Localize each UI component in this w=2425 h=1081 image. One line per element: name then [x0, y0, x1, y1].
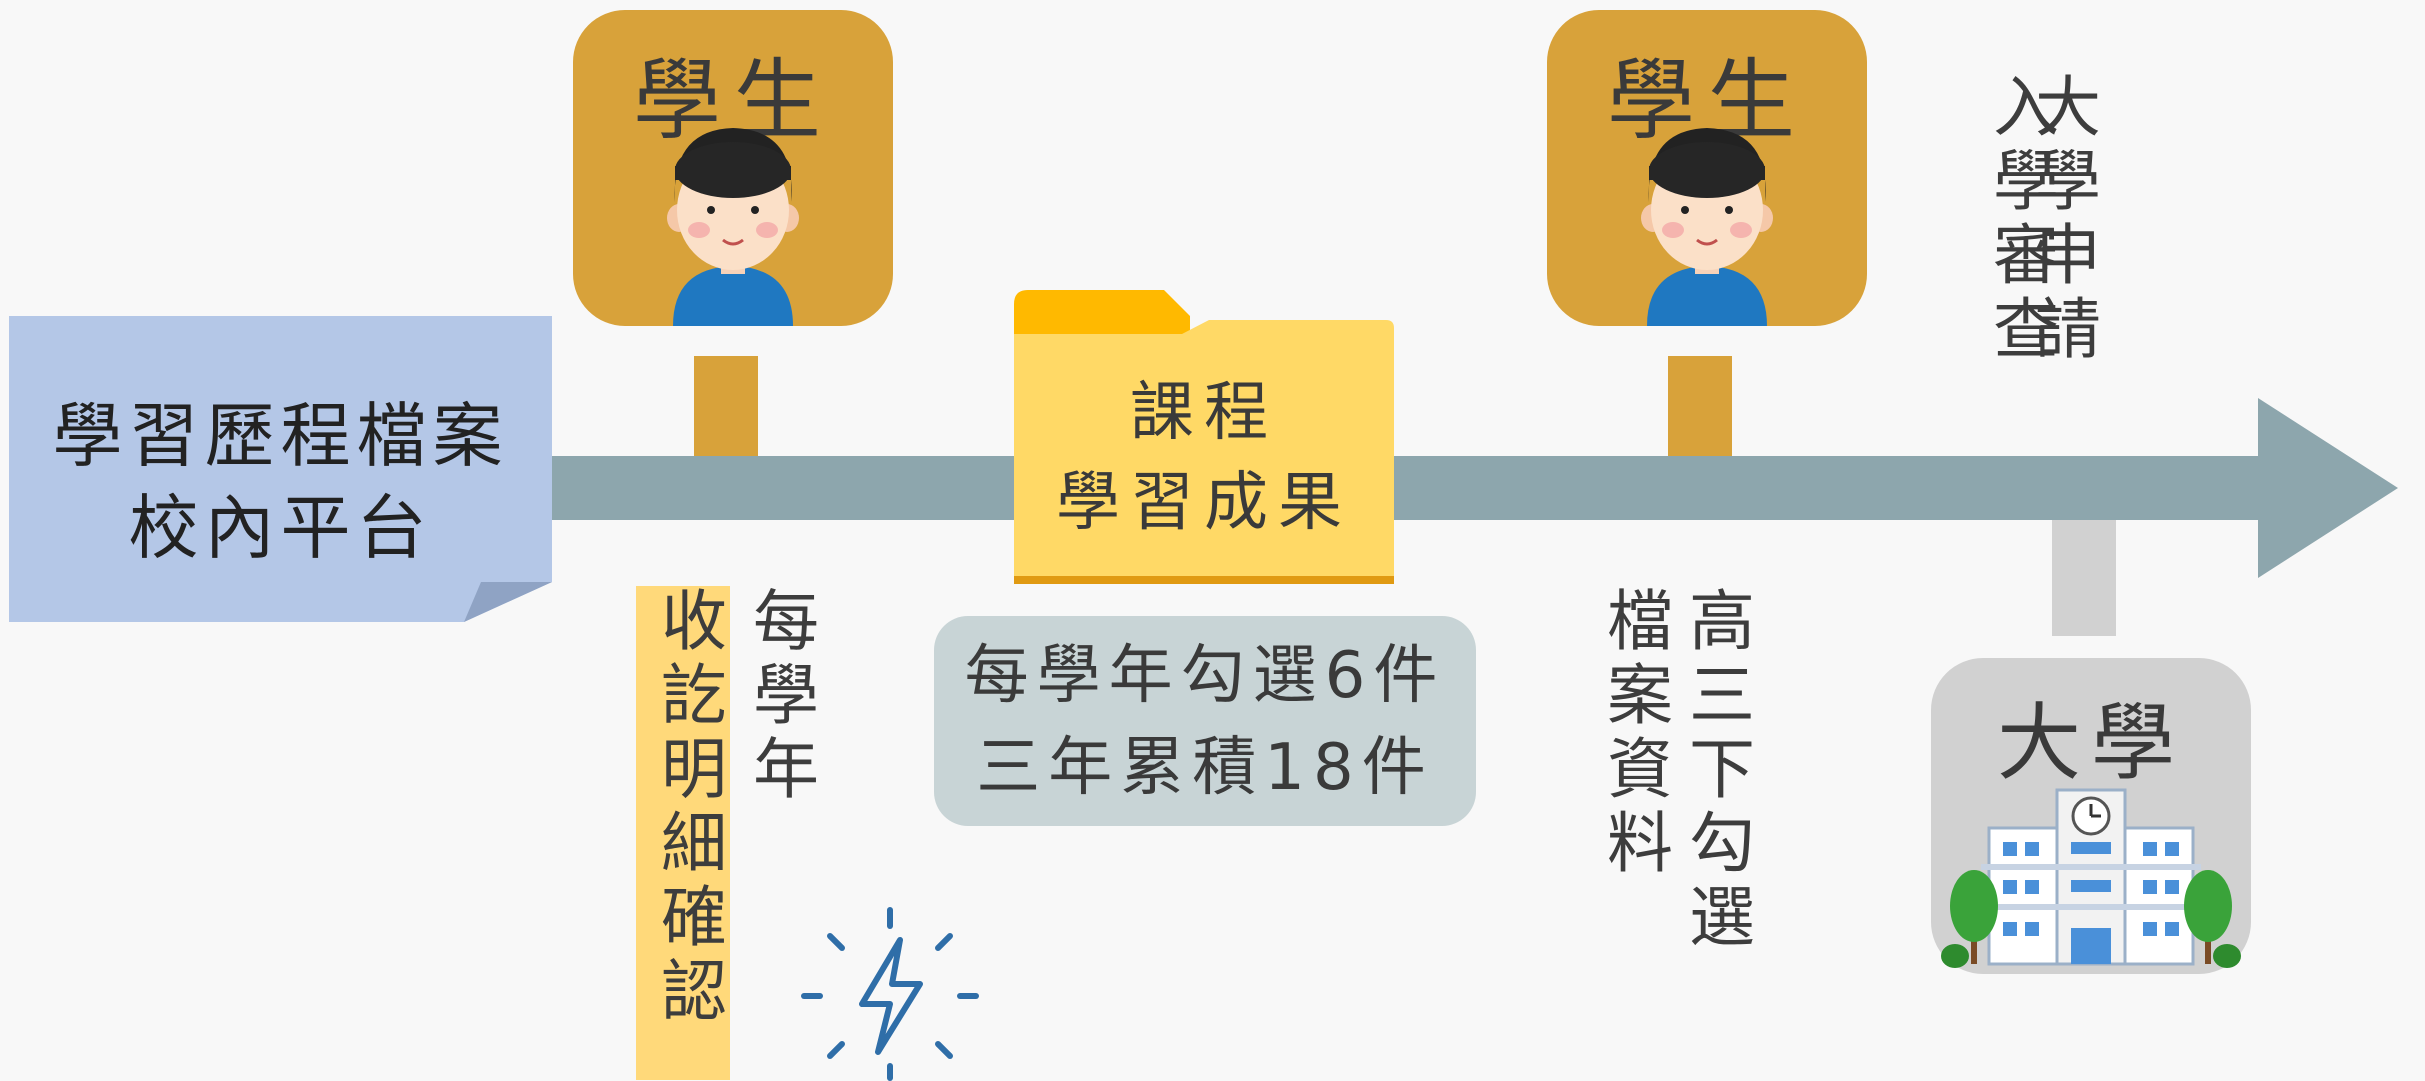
student-avatar-icon — [667, 128, 799, 326]
university-title: 大學 — [1996, 694, 2185, 792]
senior-select-col2: 檔案資料 — [1596, 586, 1673, 882]
senior-select-col1: 高三下勾選 — [1678, 586, 1755, 956]
student-card-2: 學生 — [1547, 10, 1867, 326]
confirm-highlight — [636, 586, 730, 1080]
selection-line1: 每學年勾選6件 — [964, 639, 1446, 713]
flash-icon — [801, 907, 979, 1081]
confirm-note: 每學年 — [742, 586, 819, 808]
university-apply-col1: 大學申請 — [2024, 72, 2101, 368]
folder-icon — [1014, 290, 1394, 584]
folder-line1: 課程 — [1130, 376, 1278, 450]
folder-label: 課程 學習成果 — [1014, 368, 1394, 548]
folder-line2: 學習成果 — [1056, 466, 1352, 540]
confirm-highlight-text: 收訖明細確認 — [650, 586, 727, 1030]
platform-note — [9, 316, 552, 622]
platform-label: 學習歷程檔案 校內平台 — [9, 390, 552, 574]
university-card: 大學 — [1931, 658, 2251, 974]
university-apply-col2: 入學審查 — [1982, 72, 2059, 368]
student-connector-2 — [1668, 356, 1732, 456]
student-card-1: 學生 — [573, 10, 893, 326]
student-avatar-icon — [1641, 128, 1773, 326]
selection-box: 每學年勾選6件 三年累積18件 — [934, 616, 1476, 826]
student-connector-1 — [694, 356, 758, 456]
platform-line1: 學習歷程檔案 — [52, 395, 509, 477]
school-building-icon — [1941, 788, 2241, 968]
selection-line2: 三年累積18件 — [976, 731, 1434, 805]
platform-line2: 校內平台 — [128, 487, 433, 569]
